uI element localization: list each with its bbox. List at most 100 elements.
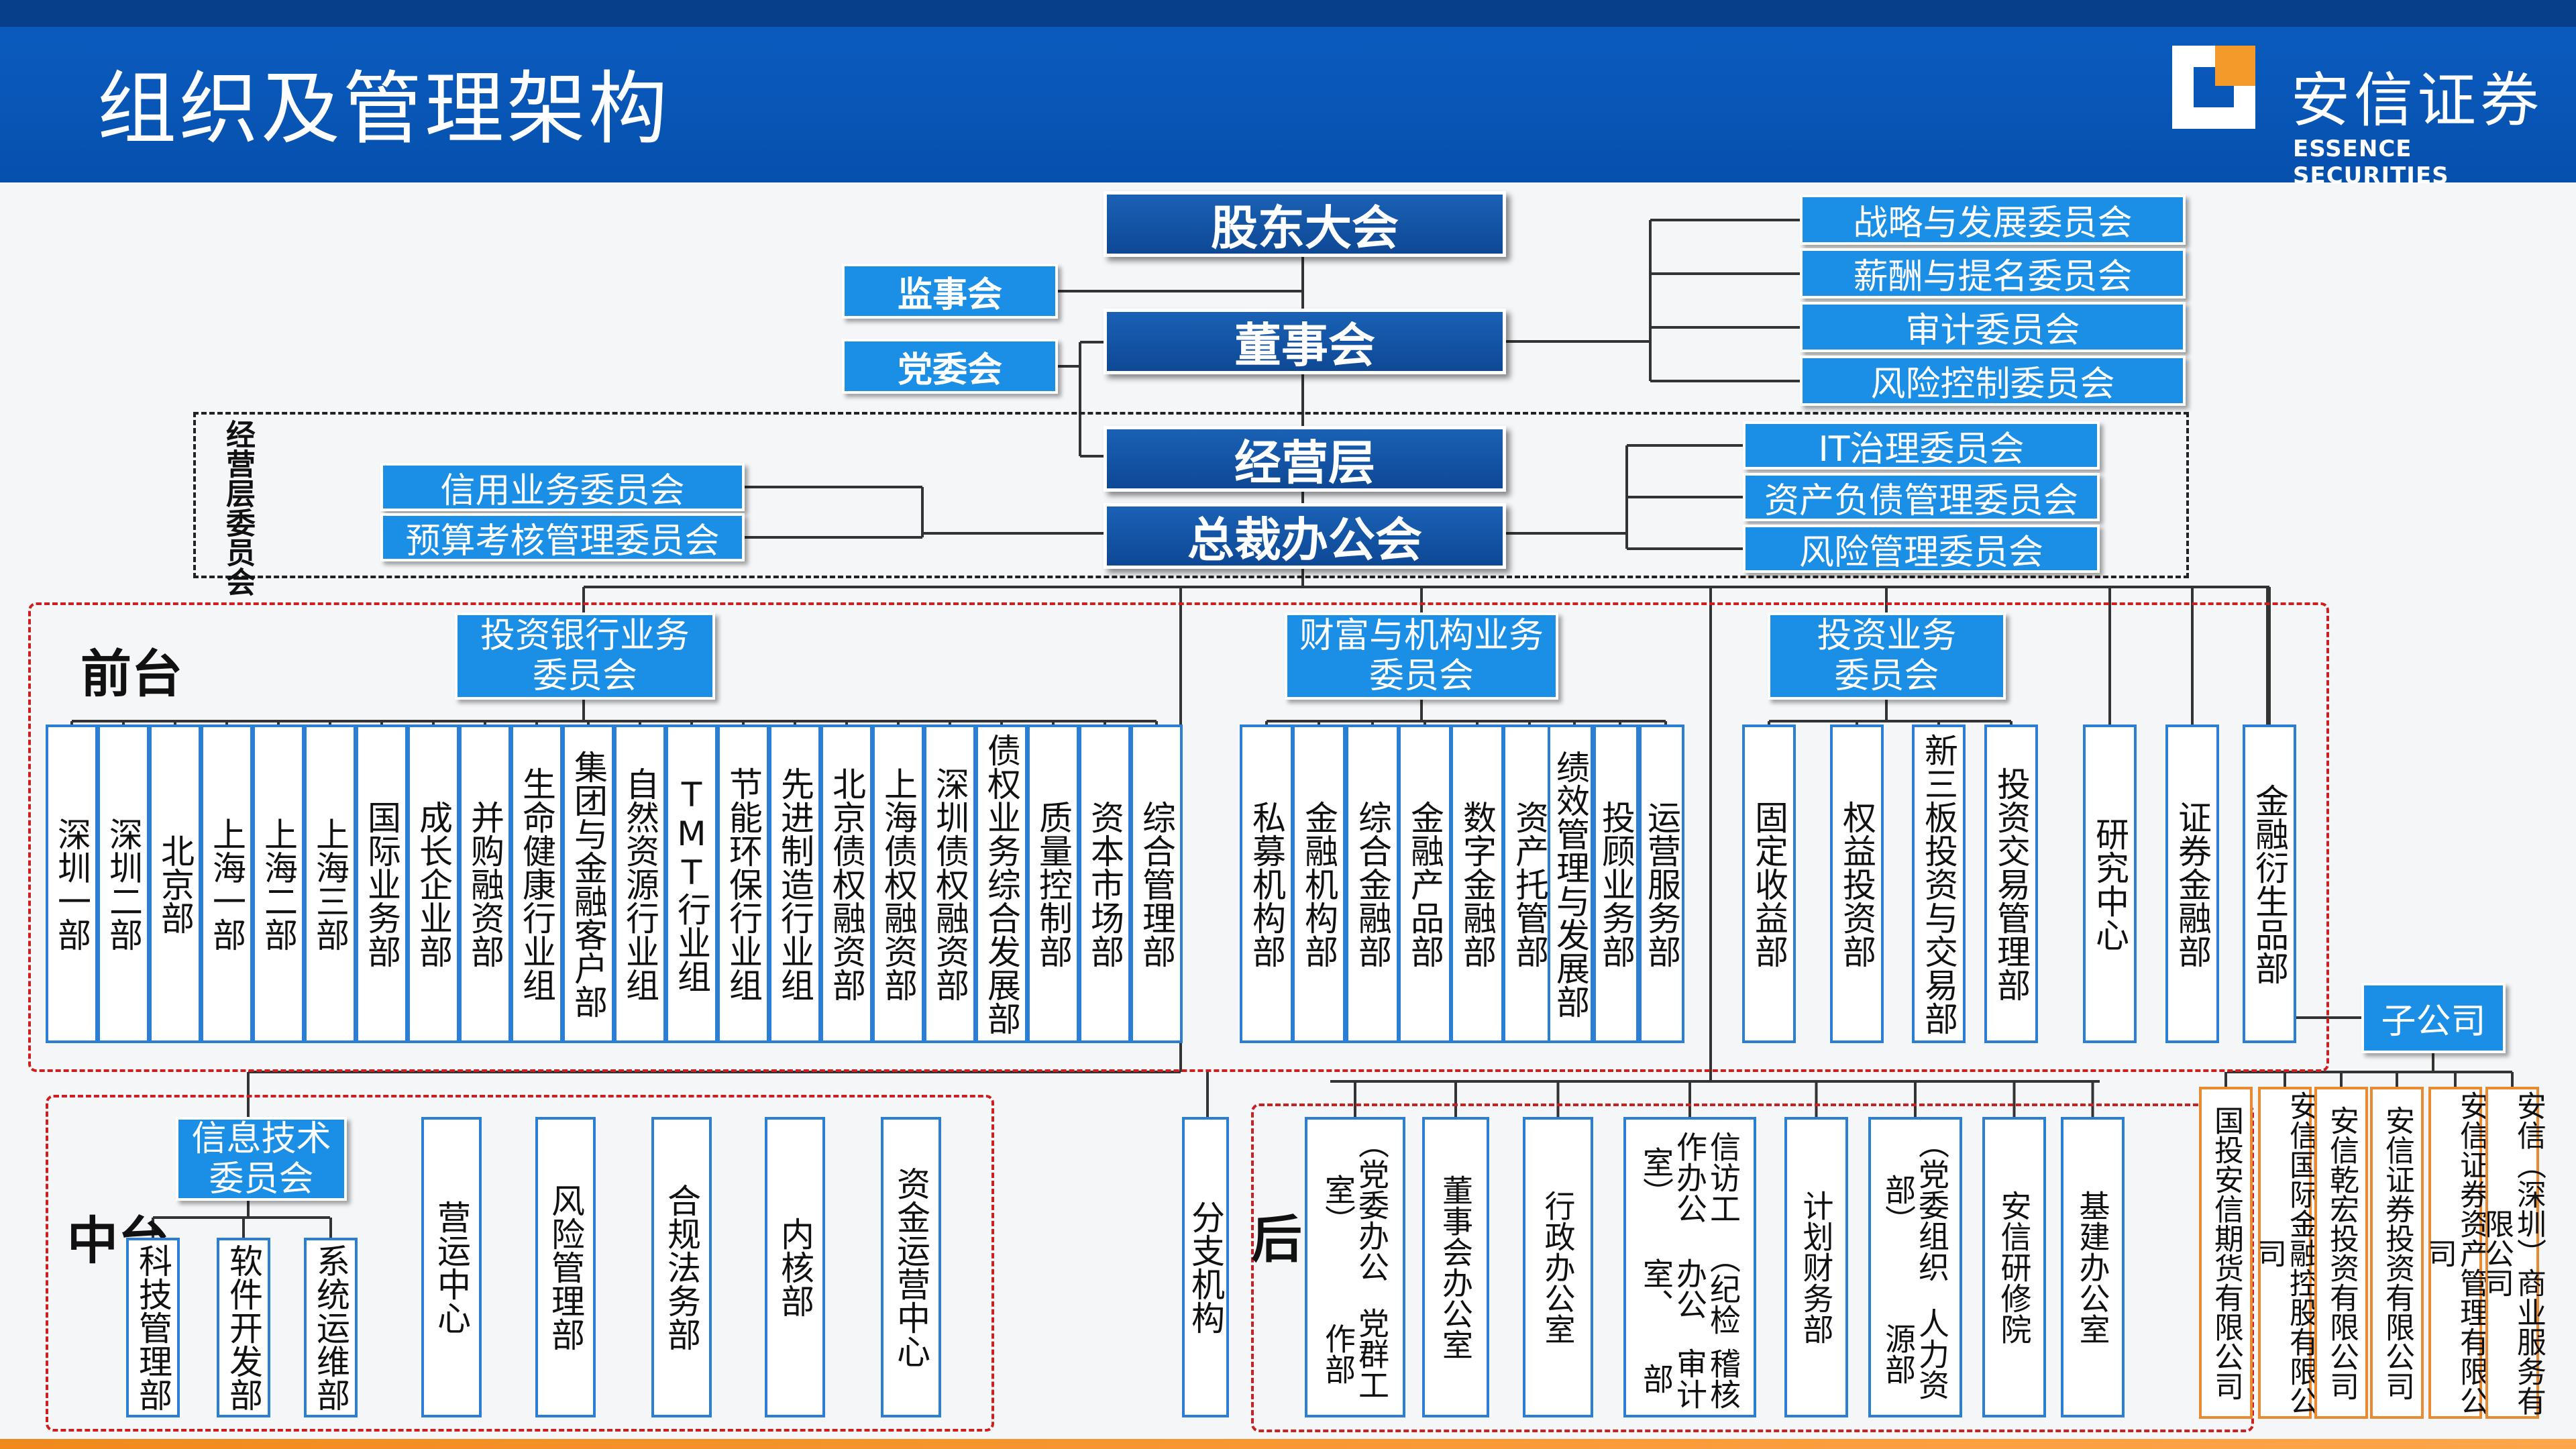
front-office-zone <box>28 602 2329 1072</box>
invest-committee-box: 投资业务委员会 <box>1768 612 2006 700</box>
supervisors-box: 监事会 <box>842 264 1058 319</box>
back-dept-label-main: 人力资源部 <box>1880 1307 1950 1401</box>
ib-dept-box: 上海三部 <box>304 724 356 1043</box>
wealth-dept-box-label: 私募机构部 <box>1247 800 1286 968</box>
mgmt-committee-box: 风险管理委员会 <box>1743 525 2100 573</box>
mgmt-committee-box-label: IT治理委员会 <box>1818 429 2025 470</box>
back-dept-box: 计划财务部 <box>1784 1117 1848 1417</box>
ib-dept-box: 国际业务部 <box>356 724 408 1043</box>
ib-dept-box-label: 并购融资部 <box>466 800 504 968</box>
ib-dept-box-label: 综合管理部 <box>1137 800 1176 968</box>
wealth-dept-box-label: 运营服务部 <box>1642 800 1681 968</box>
board-committee-box: 审计委员会 <box>1800 302 2186 352</box>
back-dept-box: 党群工作部 （党委办公室） <box>1305 1117 1405 1417</box>
back-dept-box: 董事会办公室 <box>1422 1117 1489 1417</box>
wealth-dept-box: 综合金融部 <box>1346 724 1399 1043</box>
middle-office-zone <box>46 1095 994 1432</box>
header-bar: 组织及管理架构 安信证券 ESSENCE SECURITIES <box>0 0 2576 189</box>
ib-dept-box: 资本市场部 <box>1079 724 1131 1043</box>
management-committees-label: 经营层委员会 <box>221 419 255 596</box>
wealth-dept-box: 金融机构部 <box>1292 724 1346 1043</box>
board-committee-box-label: 战略与发展委员会 <box>1853 203 2133 244</box>
management-box: 经营层 <box>1104 426 1506 492</box>
board-committee-box: 风险控制委员会 <box>1800 356 2186 406</box>
ib-dept-box: 深圳一部 <box>46 724 98 1043</box>
wealth-dept-box-label: 金融机构部 <box>1299 800 1338 968</box>
it-dept-box-label: 科技管理部 <box>133 1244 172 1411</box>
president-office-box-label: 总裁办公会 <box>1187 512 1422 568</box>
subsidiary-box: 国投安信期货有限公司 <box>2199 1087 2253 1419</box>
wealth-committee-box-label-1: 财富与机构业务 <box>1299 616 1544 656</box>
wealth-committee-box-label-2: 委员会 <box>1368 656 1474 696</box>
ib-dept-box-label: 生命健康行业组 <box>517 766 556 1002</box>
back-dept-label-sub: （纪检办公室、 <box>1638 1242 1741 1336</box>
ib-dept-box: 综合管理部 <box>1130 724 1183 1043</box>
invest-dept-box-label: 权益投资部 <box>1837 800 1876 968</box>
wealth-dept-box: 金融产品部 <box>1398 724 1452 1043</box>
page-title: 组织及管理架构 <box>97 62 671 155</box>
wealth-dept-box-label: 绩效管理与发展部 <box>1551 749 1590 1018</box>
ib-dept-box-label: 深圳二部 <box>104 816 143 951</box>
it-committee-box-label-2: 委员会 <box>209 1159 314 1199</box>
wealth-dept-box-label: 金融产品部 <box>1405 800 1444 968</box>
ib-dept-box-label: 国际业务部 <box>362 800 401 968</box>
wealth-dept-box: 私募机构部 <box>1240 724 1293 1043</box>
front-dept-box-label: 证券金融部 <box>2173 800 2212 968</box>
ib-dept-box-label: 先进制造行业组 <box>775 766 814 1002</box>
middle-dept-box: 合规法务部 <box>651 1117 712 1417</box>
back-dept-label-sub: （党委办公室） <box>1320 1128 1390 1283</box>
middle-dept-box-label: 合规法务部 <box>662 1183 701 1351</box>
ib-dept-box: 上海一部 <box>201 724 253 1043</box>
party-box: 党委会 <box>842 339 1058 394</box>
mgmt-committee-box: 预算考核管理委员会 <box>380 513 745 561</box>
bottom-accent-bar <box>0 1439 2576 1449</box>
it-dept-box: 系统运维部 <box>304 1238 358 1417</box>
board-committee-box: 战略与发展委员会 <box>1800 195 2186 245</box>
invest-dept-box: 固定收益部 <box>1742 724 1796 1043</box>
ib-dept-box-label: 成长企业部 <box>414 800 453 968</box>
ib-dept-box-label: 集团与金融客户部 <box>569 749 608 1018</box>
ib-dept-box-label: 节能环保行业组 <box>724 766 763 1002</box>
board-committee-box: 薪酬与提名委员会 <box>1800 248 2186 299</box>
subsidiary-box: 安信证券投资有限公司 <box>2370 1087 2424 1419</box>
middle-dept-box-label: 内核部 <box>775 1217 814 1318</box>
board-committee-box-label: 薪酬与提名委员会 <box>1853 257 2133 297</box>
president-office-box: 总裁办公会 <box>1104 503 1506 569</box>
middle-dept-box: 风险管理部 <box>535 1117 596 1417</box>
ib-dept-box: 深圳债权融资部 <box>924 724 976 1043</box>
ib-dept-box: 节能环保行业组 <box>717 724 769 1043</box>
front-office-label: 前台 <box>80 644 182 704</box>
ib-dept-box-label: 深圳债权融资部 <box>930 766 969 1002</box>
back-dept-box: 安信研修院 <box>1982 1117 2046 1417</box>
invest-committee-box-label-2: 委员会 <box>1834 656 1939 696</box>
ib-dept-box-label: 北京部 <box>156 833 195 934</box>
branch-box-label: 分支机构 <box>1186 1200 1225 1334</box>
management-committees-zone <box>193 412 2189 578</box>
invest-dept-box-label: 投资交易管理部 <box>1992 766 2031 1002</box>
mgmt-committee-box-label: 资产负债管理委员会 <box>1764 480 2078 521</box>
wealth-dept-box: 数字金融部 <box>1450 724 1504 1043</box>
back-dept-box: 基建办公室 <box>2061 1117 2125 1417</box>
it-dept-box-label: 系统运维部 <box>311 1244 350 1411</box>
middle-dept-box-label: 资金运营中心 <box>892 1167 930 1368</box>
it-committee-box: 信息技术委员会 <box>176 1117 347 1201</box>
back-dept-box: 稽核审计部（纪检办公室、信访工作办公室） <box>1623 1117 1756 1417</box>
ib-committee-box: 投资银行业务委员会 <box>455 612 715 700</box>
wealth-dept-box: 资产托管部 <box>1503 724 1556 1043</box>
it-dept-box: 软件开发部 <box>217 1238 270 1417</box>
back-dept-label-main: 董事会办公室 <box>1438 1175 1474 1360</box>
middle-dept-box: 内核部 <box>765 1117 825 1417</box>
shareholders-box: 股东大会 <box>1104 191 1506 257</box>
mgmt-committee-box: 资产负债管理委员会 <box>1743 473 2100 521</box>
front-dept-box: 金融衍生品部 <box>2243 724 2296 1043</box>
back-dept-label-main: 党群工作部 <box>1320 1307 1390 1401</box>
invest-committee-box-label-1: 投资业务 <box>1817 616 1957 656</box>
board-committee-box-label: 审计委员会 <box>1905 311 2080 351</box>
invest-dept-box: 新三板投资与交易部 <box>1912 724 1966 1043</box>
ib-dept-box-label: 上海二部 <box>259 816 298 951</box>
board-box-label: 董事会 <box>1234 317 1375 373</box>
wealth-dept-box-label: 数字金融部 <box>1458 800 1497 968</box>
middle-dept-box: 营运中心 <box>421 1117 482 1417</box>
subsidiary-box: 安信乾宏投资有限公司 <box>2314 1087 2368 1419</box>
